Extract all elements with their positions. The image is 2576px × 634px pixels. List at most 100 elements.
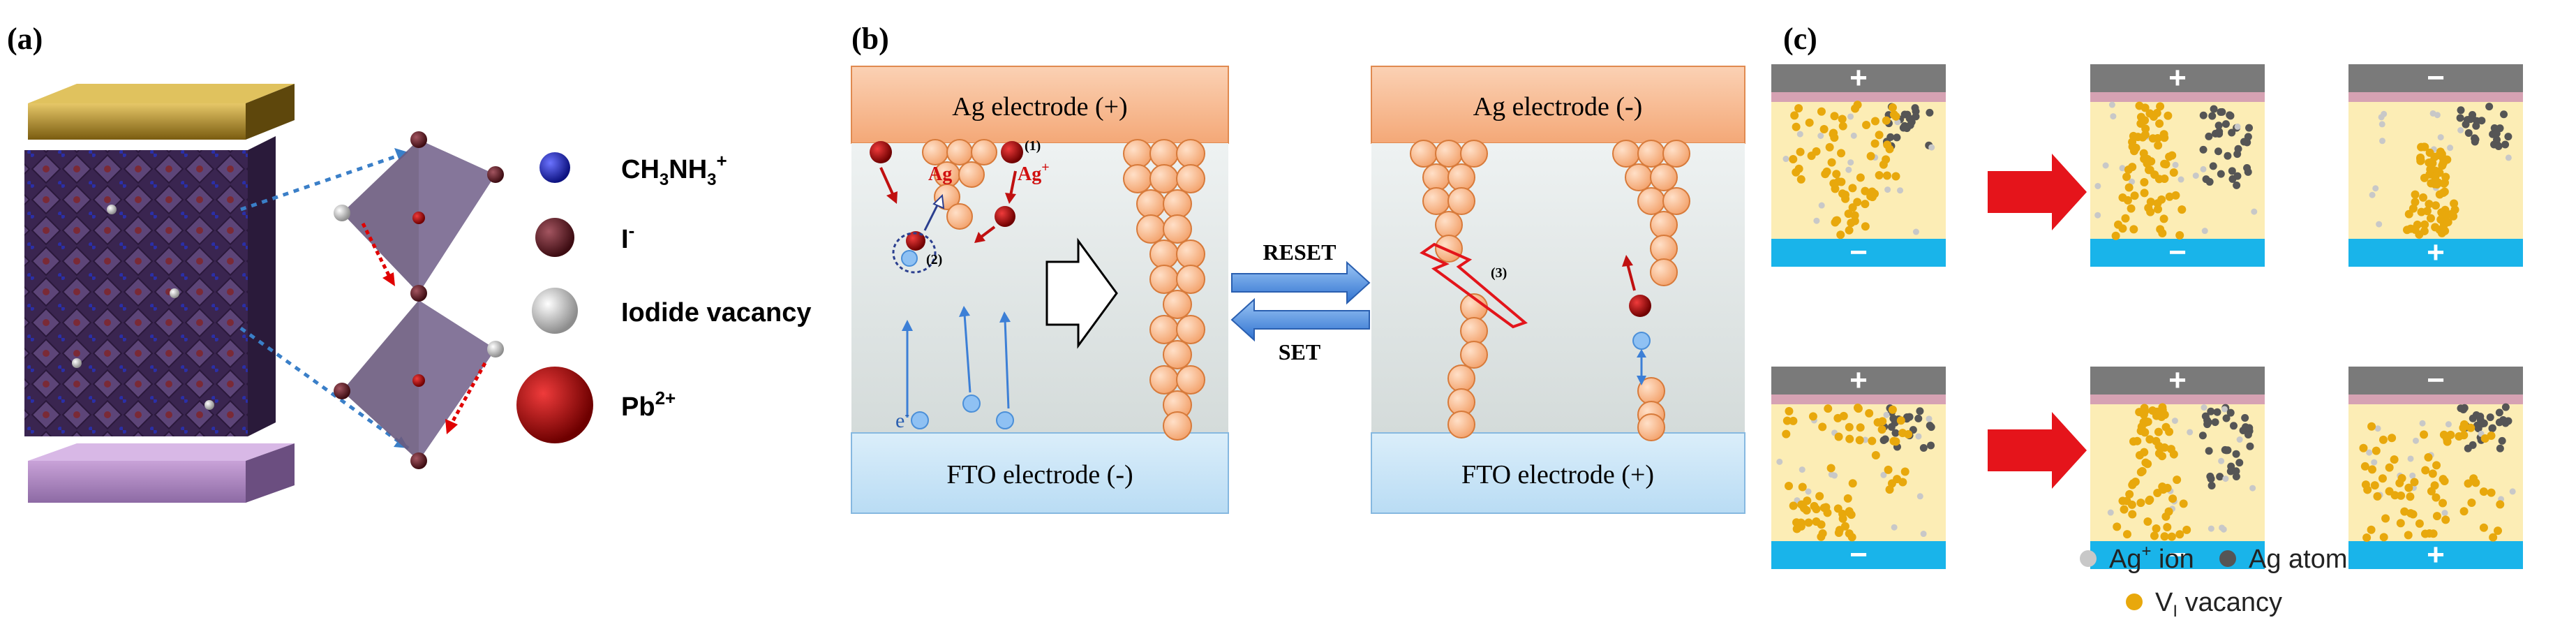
red-sphere-icon — [516, 367, 593, 443]
vacancy — [2160, 159, 2169, 168]
vacancy — [2154, 141, 2163, 150]
vacancy — [2441, 515, 2450, 524]
legend-ch3nh3: CH3NH3+ — [621, 150, 727, 189]
left-filament — [1123, 139, 1205, 441]
ag-ion — [2222, 476, 2229, 482]
ag-ion — [2187, 429, 2194, 436]
vacancy — [1830, 112, 1839, 121]
vacancy — [1815, 492, 1824, 501]
progress-arrow — [1045, 237, 1118, 349]
step-2-label: (2) — [926, 252, 942, 267]
vacancy — [1844, 209, 1853, 219]
ag-ion — [2447, 145, 2454, 152]
ag-atom — [2232, 450, 2240, 458]
vacancy — [2372, 446, 2381, 455]
ag-atom — [2457, 106, 2465, 115]
vacancy — [1882, 171, 1891, 180]
vacancy — [2424, 452, 2433, 462]
vacancy — [2427, 179, 2436, 188]
vacancy — [2489, 533, 2498, 542]
vacancy — [2155, 119, 2164, 128]
ag-ion — [2201, 228, 2208, 235]
vacancy — [2415, 519, 2424, 528]
ag-ion — [1001, 141, 1023, 163]
vacancy — [2159, 485, 2168, 494]
vacancy — [2362, 533, 2372, 543]
vacancy — [1866, 152, 1875, 161]
vacancy — [2443, 218, 2452, 227]
vacancy — [2427, 158, 2436, 167]
vacancy — [2370, 481, 2379, 490]
vacancy — [2450, 205, 2459, 214]
panel-c: (c) +−+−−++−+−−+ Ag+ ion Ag atom VI vaca… — [1771, 22, 2523, 621]
vacancy — [1847, 219, 1856, 228]
ag-ion — [1916, 493, 1923, 500]
ag-atom — [2239, 427, 2247, 435]
vacancy — [2124, 165, 2133, 175]
vacancy — [2409, 510, 2418, 519]
vacancy — [1888, 405, 1897, 414]
vacancy — [2182, 525, 2191, 534]
vacancy — [2122, 530, 2131, 539]
ag-atom — [2492, 129, 2501, 138]
vacancy — [2425, 200, 2434, 209]
vacancy — [2138, 466, 2147, 476]
vacancy — [1837, 177, 1846, 186]
vacancy — [2122, 496, 2131, 506]
ag-atom — [1916, 407, 1924, 415]
ag-atom — [1881, 435, 1889, 443]
ag-ion — [1897, 187, 1904, 194]
electron-arrows — [902, 306, 1014, 429]
vacancy — [1838, 189, 1847, 198]
left-ag-electrode — [851, 66, 1229, 144]
vacancy — [1827, 158, 1836, 167]
vacancy — [1875, 131, 1884, 140]
perovskite-lattice — [24, 150, 248, 436]
ag-atom — [2207, 475, 2215, 483]
ag-ion — [2129, 178, 2136, 185]
zoom-line-bottom — [239, 326, 410, 450]
ag-ion — [2457, 126, 2464, 133]
ag-ion — [1782, 156, 1789, 163]
vacancy — [2417, 207, 2426, 216]
vacancy — [1856, 423, 1865, 432]
red-transition-arrow-top — [1988, 154, 2087, 230]
vacancy — [2367, 525, 2376, 534]
ag-ion — [906, 231, 925, 251]
vacancy — [1796, 175, 1806, 184]
ag-atom — [2456, 114, 2464, 122]
top-polarity-sign: + — [2168, 363, 2187, 397]
ag-ion — [1847, 113, 1854, 120]
ag-ion — [1796, 131, 1803, 138]
ag-ion — [1884, 186, 1891, 193]
vacancy — [2143, 517, 2152, 526]
vacancy — [1870, 139, 1879, 148]
panel-c-legend: Ag+ ion Ag atom VI vacancy — [2080, 542, 2348, 621]
ag-atom — [2205, 132, 2213, 140]
vacancy — [2161, 512, 2171, 521]
vacancy — [2411, 190, 2420, 199]
vacancy — [2426, 165, 2435, 174]
panel-a: (a) — [7, 22, 811, 503]
maroon-sphere-icon — [535, 218, 574, 257]
vacancy — [2160, 532, 2169, 541]
top-polarity-sign: − — [2427, 363, 2445, 397]
vacancy — [2143, 418, 2152, 427]
vacancy — [1889, 110, 1898, 119]
ag-atom — [1893, 133, 1901, 142]
vacancy — [1803, 496, 1812, 506]
vacancy — [2159, 130, 2168, 139]
ag-atom — [2480, 419, 2488, 427]
vacancy — [2154, 411, 2163, 420]
ag-ion — [2201, 404, 2208, 411]
bottom-polarity-sign: − — [2168, 235, 2187, 270]
ag-atom — [2493, 135, 2501, 144]
top-gold-electrode-top — [28, 84, 295, 103]
vacancy — [2143, 159, 2152, 168]
ag-atom — [2232, 467, 2240, 476]
bottom-polarity-sign: + — [2427, 235, 2445, 270]
vacancy — [2379, 533, 2388, 542]
cell-4: +− — [1771, 363, 1946, 572]
vacancy — [1818, 422, 1827, 432]
